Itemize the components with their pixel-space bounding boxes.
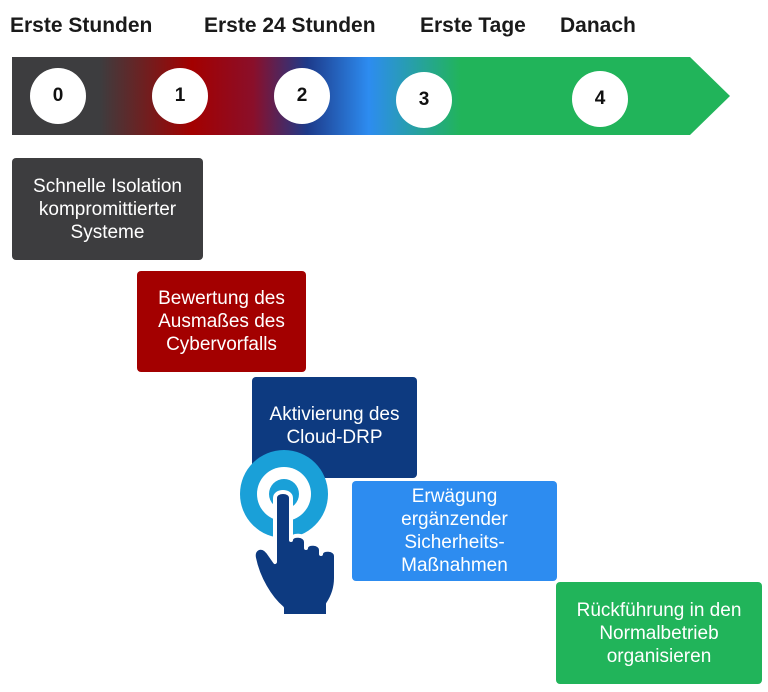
box-schnelle-isolation-line-2: kompromittierter: [38, 198, 177, 220]
box-schnelle-isolation-line-3: Systeme: [70, 221, 145, 243]
box-erwaegung: Erwägung ergänzender Sicherheits- Maßnah…: [352, 481, 557, 581]
phase-label-erste-stunden: Erste Stunden: [10, 14, 153, 37]
box-rueckfuehrung-line-1: Rückführung in den: [576, 599, 742, 621]
box-bewertung-line-3: Cybervorfalls: [166, 334, 277, 355]
step-circle-3: 3: [396, 72, 452, 128]
box-erwaegung-line-4: Maßnahmen: [401, 555, 508, 576]
phase-label-danach: Danach: [560, 14, 636, 37]
box-erwaegung-line-1: Erwägung: [411, 486, 498, 507]
hand-touch-icon: [240, 450, 338, 618]
phase-label-erste-24-stunden: Erste 24 Stunden: [204, 14, 376, 37]
box-aktivierung-line-2: Cloud-DRP: [286, 427, 383, 448]
step-circle-1: 1: [152, 68, 208, 124]
box-erwaegung-line-2: ergänzender: [401, 509, 508, 530]
step-circle-0: 0: [30, 68, 86, 124]
box-schnelle-isolation: Schnelle Isolation kompromittierter Syst…: [12, 158, 203, 260]
box-aktivierung: Aktivierung des Cloud-DRP: [252, 377, 417, 478]
hand-shape: [251, 490, 338, 618]
step-circle-2: 2: [274, 68, 330, 124]
box-rueckfuehrung: Rückführung in den Normalbetrieb organis…: [556, 582, 762, 684]
box-schnelle-isolation-line-1: Schnelle Isolation: [33, 175, 182, 197]
phase-label-erste-tage: Erste Tage: [420, 14, 526, 37]
box-bewertung-line-2: Ausmaßes des: [158, 311, 285, 332]
box-aktivierung-line-1: Aktivierung des: [269, 404, 400, 425]
box-bewertung-line-1: Bewertung des: [158, 288, 285, 309]
box-rueckfuehrung-line-3: organisieren: [606, 645, 712, 667]
box-erwaegung-line-3: Sicherheits-: [404, 532, 505, 553]
step-circle-4: 4: [572, 71, 628, 127]
timeline-arrow: [12, 57, 730, 135]
box-bewertung: Bewertung des Ausmaßes des Cybervorfalls: [137, 271, 306, 372]
box-rueckfuehrung-line-2: Normalbetrieb: [599, 622, 719, 644]
